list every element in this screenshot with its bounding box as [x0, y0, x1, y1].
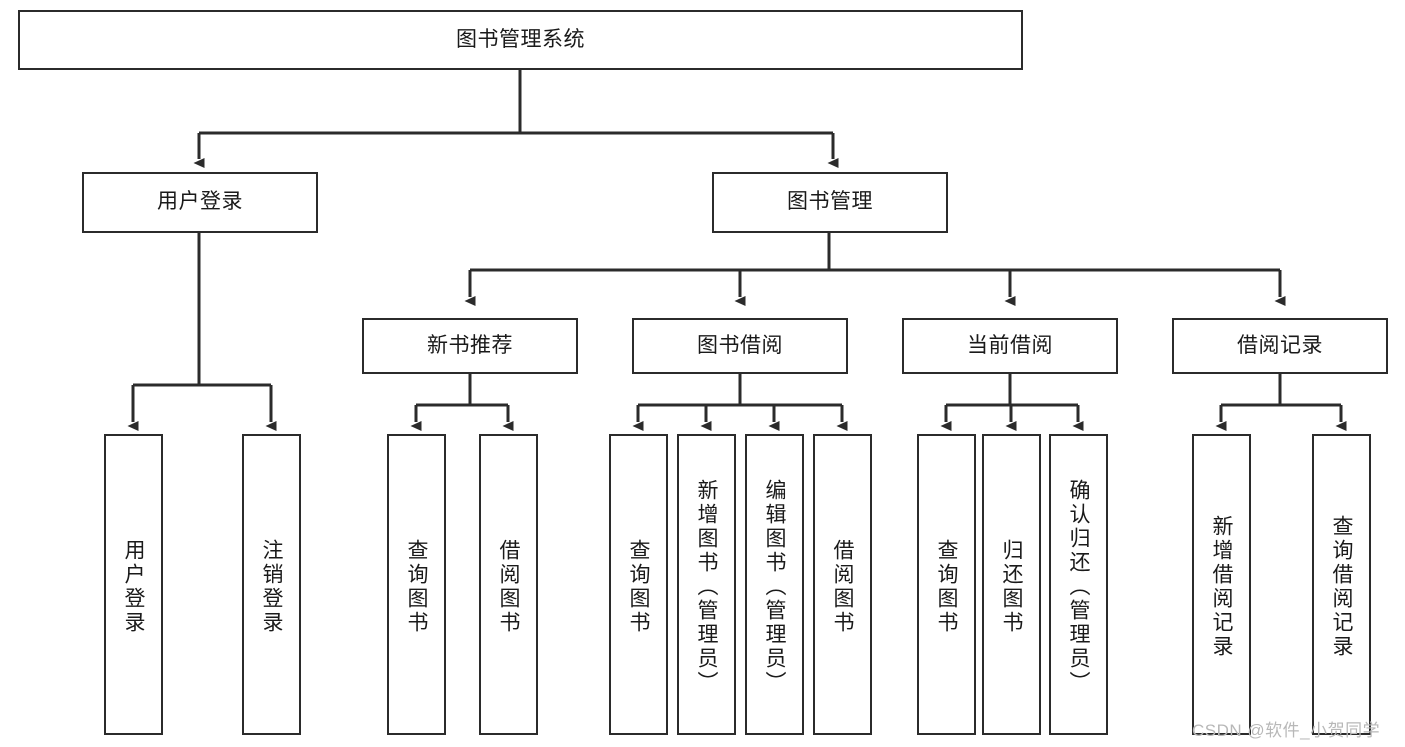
node-label: 当前借阅 [967, 333, 1053, 357]
leaf-borrow-borrow-book[interactable]: 借阅图书 [813, 434, 872, 735]
node-label: 查询借阅记录 [1330, 514, 1353, 659]
leaf-user-login-logout[interactable]: 注销登录 [242, 434, 301, 735]
node-current-borrowing[interactable]: 当前借阅 [902, 318, 1118, 374]
node-label: 新书推荐 [427, 333, 513, 357]
node-label: 图书管理系统 [456, 27, 585, 51]
node-user-login[interactable]: 用户登录 [82, 172, 318, 233]
leaf-user-login-login[interactable]: 用户登录 [104, 434, 163, 735]
node-label: 新增借阅记录 [1210, 514, 1233, 659]
node-label: 归还图书 [1000, 538, 1023, 635]
leaf-borrow-query-book[interactable]: 查询图书 [609, 434, 668, 735]
node-label: 借阅记录 [1237, 333, 1323, 357]
node-label: 新增图书（管理员） [695, 478, 718, 695]
leaf-current-confirm-return-admin[interactable]: 确认归还（管理员） [1049, 434, 1108, 735]
leaf-new-book-borrow[interactable]: 借阅图书 [479, 434, 538, 735]
node-label: 借阅图书 [831, 538, 854, 635]
node-label: 查询图书 [627, 538, 650, 635]
node-label: 图书借阅 [697, 333, 783, 357]
node-book-management[interactable]: 图书管理 [712, 172, 948, 233]
node-root-book-management-system[interactable]: 图书管理系统 [18, 10, 1023, 70]
leaf-current-query-book[interactable]: 查询图书 [917, 434, 976, 735]
node-label: 用户登录 [122, 538, 145, 635]
node-label: 编辑图书（管理员） [763, 478, 786, 695]
leaf-record-query-record[interactable]: 查询借阅记录 [1312, 434, 1371, 735]
node-label: 查询图书 [935, 538, 958, 635]
leaf-borrow-edit-book-admin[interactable]: 编辑图书（管理员） [745, 434, 804, 735]
node-borrowing-record[interactable]: 借阅记录 [1172, 318, 1388, 374]
node-label: 确认归还（管理员） [1067, 478, 1090, 695]
node-label: 用户登录 [157, 190, 243, 214]
node-label: 查询图书 [405, 538, 428, 635]
node-label: 借阅图书 [497, 538, 520, 635]
node-label: 图书管理 [787, 190, 873, 214]
csdn-watermark: CSDN @软件_小贺同学 [1192, 721, 1381, 740]
node-label: 注销登录 [260, 538, 283, 635]
node-new-book-recommendation[interactable]: 新书推荐 [362, 318, 578, 374]
leaf-record-add-record[interactable]: 新增借阅记录 [1192, 434, 1251, 735]
leaf-borrow-add-book-admin[interactable]: 新增图书（管理员） [677, 434, 736, 735]
node-book-borrowing[interactable]: 图书借阅 [632, 318, 848, 374]
leaf-current-return-book[interactable]: 归还图书 [982, 434, 1041, 735]
leaf-new-book-query[interactable]: 查询图书 [387, 434, 446, 735]
